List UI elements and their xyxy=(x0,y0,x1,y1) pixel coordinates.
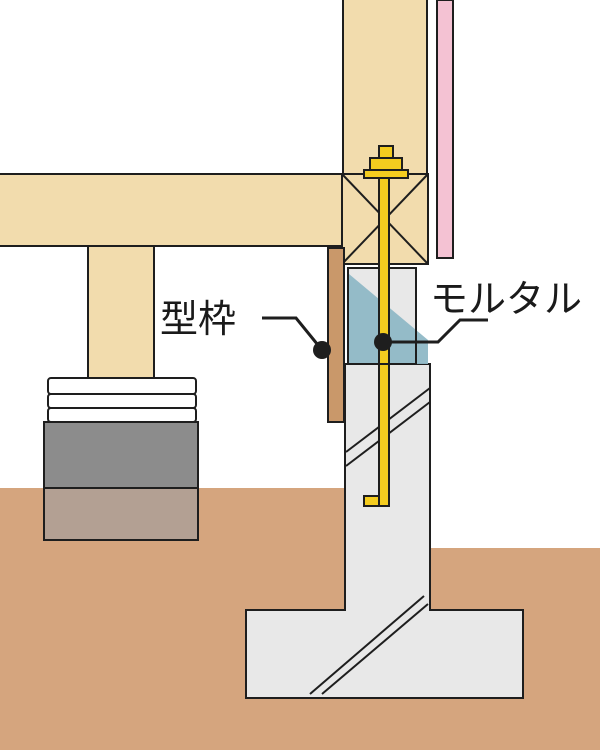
label-formwork: 型枠 xyxy=(160,297,236,341)
wall-board xyxy=(436,0,454,259)
formwork-leader xyxy=(262,316,331,359)
mortar-leader xyxy=(374,318,488,351)
concrete-foundation xyxy=(245,363,524,699)
shim-plates xyxy=(47,377,197,423)
soil-under-footing xyxy=(0,698,600,750)
pier-block xyxy=(43,421,199,541)
floor-post xyxy=(87,245,155,381)
formwork-board xyxy=(327,247,345,423)
leader-dot-icon xyxy=(313,341,331,359)
floor-joist xyxy=(0,173,343,247)
anchor-bolt xyxy=(363,145,409,507)
leader-dot-icon xyxy=(374,333,392,351)
label-mortar: モルタル xyxy=(430,277,582,321)
